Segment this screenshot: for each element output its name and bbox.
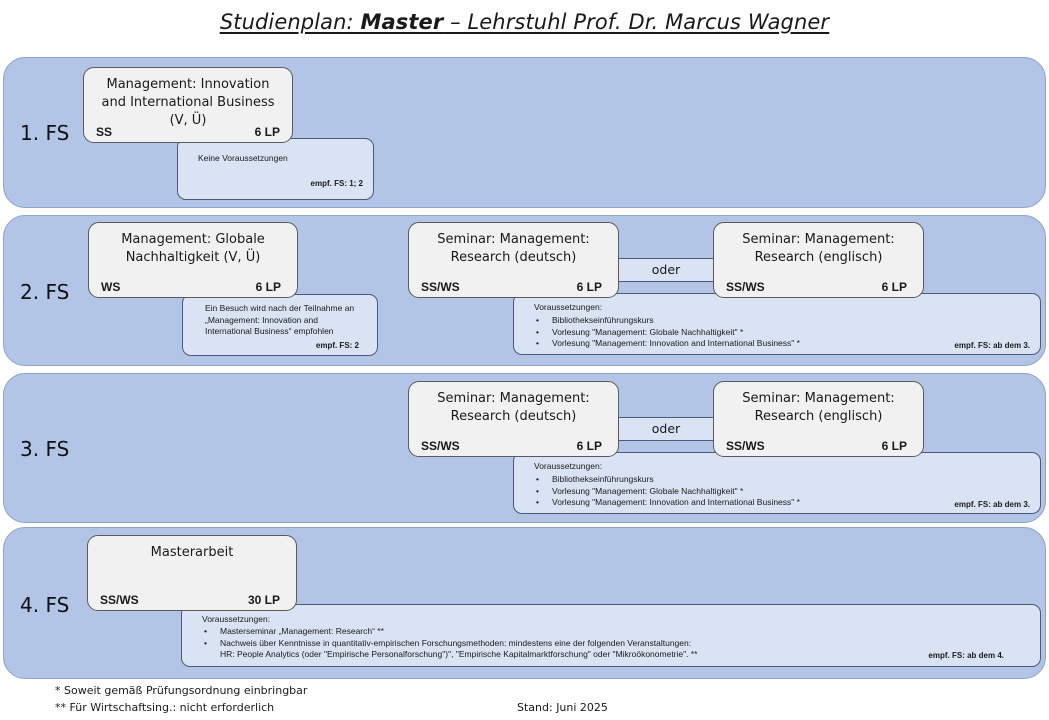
course-credits: 6 LP [881,439,907,453]
or-connector: oder [617,258,715,282]
course-card-innovation: Management: Innovation and International… [83,67,293,143]
seminar-requirements-box: Voraussetzungen: Bibliothekseinführungsk… [513,293,1041,355]
seminar-card-english: Seminar: Management: Research (englisch)… [713,222,924,298]
requirements-heading: Voraussetzungen: [202,614,271,624]
course-title: Management: Globale Nachhaltigkeit (V, Ü… [121,232,265,265]
requirements-list: Bibliothekseinführungskurs Vorlesung "Ma… [534,474,800,509]
course-title: Seminar: Management: Research (englisch) [742,391,895,424]
course-credits: 6 LP [881,280,907,294]
requirement-item: Bibliothekseinführungskurs [534,474,800,486]
seminar-card-english: Seminar: Management: Research (englisch)… [713,381,924,457]
course-credits: 30 LP [247,593,280,607]
page-title: Studienplan: Master – Lehrstuhl Prof. Dr… [219,10,830,34]
requirement-item: Vorlesung "Management: Innovation and In… [534,497,800,509]
course-card-master-thesis: Masterarbeit SS/WS 30 LP [87,535,297,611]
course-credits: 6 LP [254,125,280,139]
course-title: Management: Innovation and International… [101,77,275,128]
course-card-global-sustainability: Management: Globale Nachhaltigkeit (V, Ü… [88,222,298,298]
course-title: Seminar: Management: Research (englisch) [742,232,895,265]
course-title: Masterarbeit [150,545,234,560]
seminar-requirements-box: Voraussetzungen: Bibliothekseinführungsk… [513,452,1041,514]
course-semester: SS/WS [726,439,765,453]
footnote-star: * Soweit gemäß Prüfungsordnung einbringb… [55,684,308,697]
requirements-text: Keine Voraussetzungen [198,153,288,163]
requirements-heading: Voraussetzungen: [534,461,603,471]
recommended-semester: empf. FS: ab dem 4. [928,650,1004,660]
course-semester: SS [96,125,113,139]
requirement-item: Nachweis über Kenntnisse in quantitativ-… [202,638,691,650]
requirements-list: Masterseminar „Management: Research“ ** … [202,626,691,649]
requirements-box: Ein Besuch wird nach der Teilnahme an „M… [182,294,378,356]
requirements-list: Bibliothekseinführungskurs Vorlesung "Ma… [534,315,800,350]
requirement-item: Vorlesung "Management: Globale Nachhalti… [534,486,800,498]
semester-label: 2. FS [20,280,70,304]
seminar-card-german: Seminar: Management: Research (deutsch) … [408,381,619,457]
course-semester: SS/WS [421,439,460,453]
status-date: Stand: Juni 2025 [517,701,608,714]
requirement-item: Vorlesung "Management: Innovation and In… [534,338,800,350]
requirement-methods-line: HR: People Analytics (oder "Empirische P… [220,649,698,659]
course-title: Seminar: Management: Research (deutsch) [437,391,590,424]
recommended-semester: empf. FS: ab dem 3. [954,499,1030,509]
requirements-box: Keine Voraussetzungen empf. FS: 1; 2 [177,138,374,200]
recommended-semester: empf. FS: ab dem 3. [954,340,1030,350]
course-semester: SS/WS [726,280,765,294]
recommended-semester: empf. FS: 2 [315,340,359,350]
course-credits: 6 LP [576,439,602,453]
seminar-card-german: Seminar: Management: Research (deutsch) … [408,222,619,298]
requirement-item: Vorlesung "Management: Globale Nachhalti… [534,327,800,339]
recommended-semester: empf. FS: 1; 2 [310,178,363,188]
course-credits: 6 LP [255,280,281,294]
course-semester: SS/WS [100,593,139,607]
course-title: Seminar: Management: Research (deutsch) [437,232,590,265]
footnote-double-star: ** Für Wirtschaftsing.: nicht erforderli… [55,701,275,714]
requirements-text: Ein Besuch wird nach der Teilnahme an „M… [205,303,355,336]
course-semester: SS/WS [421,280,460,294]
requirement-item: Masterseminar „Management: Research“ ** [202,626,691,638]
semester-label: 3. FS [20,437,70,461]
course-credits: 6 LP [576,280,602,294]
requirement-item: Bibliothekseinführungskurs [534,315,800,327]
course-semester: WS [101,280,121,294]
requirements-heading: Voraussetzungen: [534,302,603,312]
semester-label: 1. FS [20,121,70,145]
or-connector: oder [617,417,715,441]
semester-label: 4. FS [20,593,70,617]
thesis-requirements-box: Voraussetzungen: Masterseminar „Manageme… [181,604,1041,667]
